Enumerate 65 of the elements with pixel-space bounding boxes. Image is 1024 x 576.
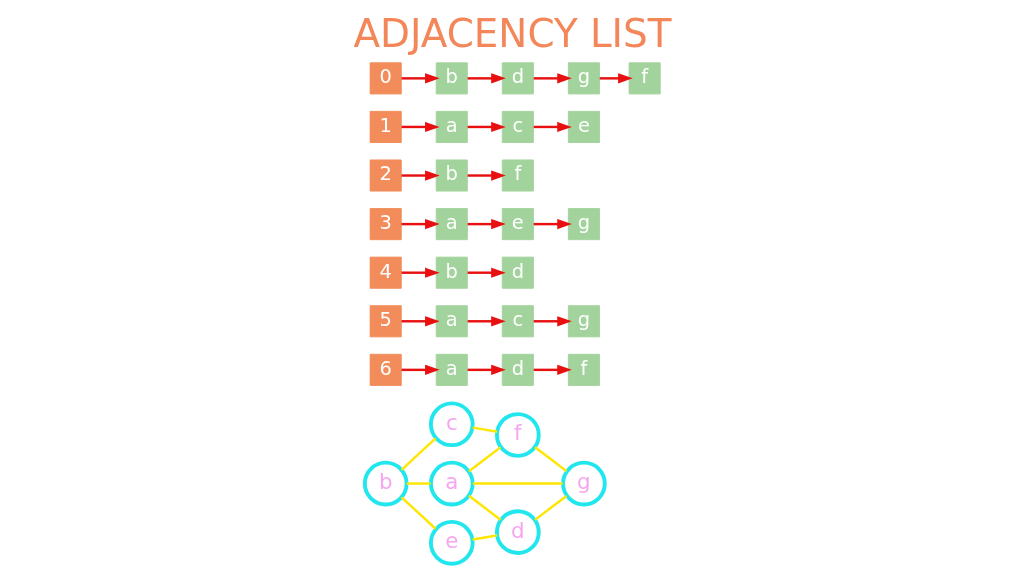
arrow: [533, 121, 572, 133]
node-box: a: [435, 110, 468, 143]
node-circle: b: [362, 460, 409, 507]
node-box: 0: [369, 62, 402, 95]
node-box: f: [501, 159, 534, 192]
node-box: a: [435, 305, 468, 338]
arrow: [467, 219, 506, 230]
connector: [533, 495, 567, 521]
node-box: b: [435, 159, 468, 192]
connector: [467, 446, 501, 473]
arrow: [401, 170, 440, 181]
node-box: d: [501, 256, 534, 289]
arrow: [401, 267, 440, 278]
connector: [400, 437, 436, 471]
node-box: g: [567, 62, 600, 95]
arrow: [533, 316, 572, 327]
node-box: 2: [369, 159, 402, 192]
node-circle: g: [560, 460, 607, 507]
node-box: f: [567, 353, 600, 386]
node-box: d: [501, 62, 534, 95]
node-box: d: [501, 353, 534, 386]
arrow: [401, 219, 440, 230]
arrow: [533, 73, 572, 84]
node-box: a: [435, 208, 468, 241]
node-box: g: [567, 305, 600, 338]
node-box: f: [628, 62, 661, 95]
arrow: [467, 170, 506, 181]
arrow: [467, 316, 506, 327]
arrow: [533, 364, 572, 375]
node-box: 1: [369, 110, 402, 143]
arrow: [467, 73, 506, 84]
arrow: [467, 267, 506, 278]
connector: [406, 482, 431, 485]
connector: [533, 446, 567, 473]
node-box: c: [501, 110, 534, 143]
node-box: c: [501, 305, 534, 338]
arrow: [401, 121, 440, 133]
arrow: [467, 121, 506, 133]
connector: [472, 482, 563, 485]
node-box: b: [435, 256, 468, 289]
arrow: [533, 219, 572, 230]
arrow: [599, 73, 633, 84]
connector: [467, 494, 501, 521]
node-box: 6: [369, 353, 402, 386]
arrow: [401, 73, 440, 84]
node-box: b: [435, 62, 468, 95]
node-circle: d: [494, 509, 541, 555]
node-box: a: [435, 353, 468, 386]
arrow: [401, 364, 440, 375]
node-box: 4: [369, 256, 402, 289]
connector: [471, 534, 497, 541]
diagram-title: ADJACENCY LIST: [353, 11, 671, 57]
node-box: e: [567, 110, 600, 143]
node-circle: a: [428, 460, 475, 507]
connector: [472, 426, 497, 433]
node-box: e: [501, 208, 534, 241]
connector: [400, 496, 436, 530]
node-circle: c: [428, 401, 475, 448]
node-box: 3: [369, 208, 402, 241]
arrow: [401, 316, 440, 327]
node-box: 5: [369, 305, 402, 338]
node-circle: e: [428, 520, 475, 566]
node-circle: f: [494, 412, 541, 458]
arrow: [467, 364, 506, 375]
node-box: g: [567, 208, 600, 241]
